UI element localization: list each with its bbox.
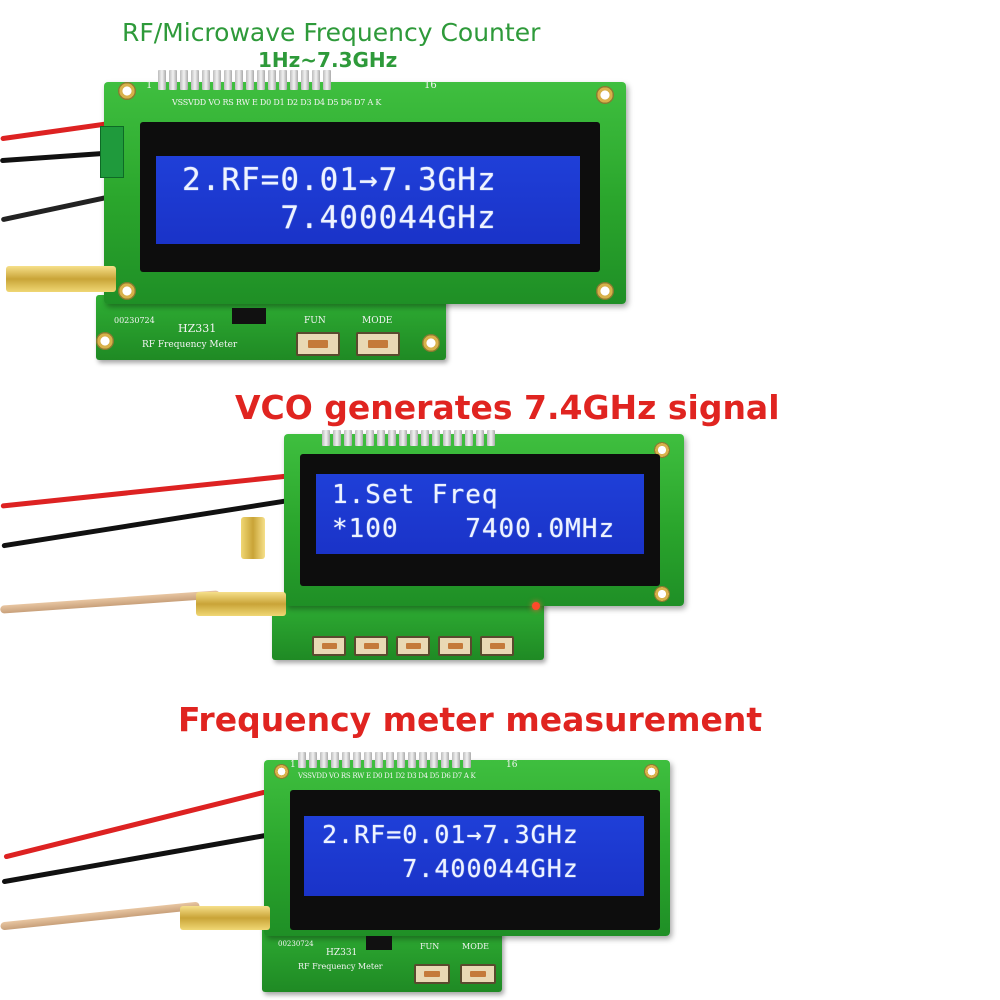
vco-button-4[interactable] (438, 636, 472, 656)
fun-label: FUN (304, 316, 326, 326)
lcd-line-1: 2.RF=0.01→7.3GHz (182, 162, 497, 198)
mount-hole (118, 282, 136, 300)
mount-hole (96, 332, 114, 350)
mount-hole (596, 86, 614, 104)
vco-button-5[interactable] (480, 636, 514, 656)
jumper-header (232, 308, 266, 324)
pin-end-label: 16 (424, 80, 437, 91)
sma-connector (241, 517, 265, 559)
pin-start-label: 1 (290, 760, 296, 770)
mount-hole (596, 282, 614, 300)
lcd-screen: 2.RF=0.01→7.3GHz 7.400044GHz (156, 156, 580, 244)
red-wire (3, 789, 267, 860)
vco-module: 1.Set Freq *100 7400.0MHz (0, 430, 700, 660)
product-title: RF/Microwave Frequency Counter (122, 18, 541, 47)
counter-top: 1 16 VSSVDD VO RS RW E D0 D1 D2 D3 D4 D5… (0, 70, 640, 370)
lcd-screen: 1.Set Freq *100 7400.0MHz (316, 474, 644, 554)
product-range: 1Hz~7.3GHz (258, 48, 398, 72)
mount-hole (118, 82, 136, 100)
sma-connector (6, 266, 116, 292)
lcd-line-2: *100 7400.0MHz (332, 514, 616, 544)
model-number: HZ331 (178, 322, 217, 335)
coax-cable (0, 590, 221, 614)
vco-button-1[interactable] (312, 636, 346, 656)
fun-button[interactable] (414, 964, 450, 984)
power-terminal (100, 126, 124, 178)
serial-number: 00230724 (278, 940, 314, 948)
mode-button[interactable] (356, 332, 400, 356)
board-label: RF Frequency Meter (142, 340, 238, 350)
vco-caption: VCO generates 7.4GHz signal (235, 388, 780, 427)
mode-label: MODE (462, 942, 490, 951)
jumper-header (366, 936, 392, 950)
black-wire (1, 832, 269, 885)
sma-connector (180, 906, 270, 930)
fun-label: FUN (420, 942, 440, 951)
lcd-line-2: 7.400044GHz (182, 200, 497, 236)
black-wire-2 (0, 194, 110, 223)
mode-button[interactable] (460, 964, 496, 984)
mount-hole (654, 586, 670, 602)
pin-header (158, 70, 331, 90)
mount-hole (422, 334, 440, 352)
serial-number: 00230724 (114, 316, 155, 325)
lcd-line-1: 2.RF=0.01→7.3GHz (322, 820, 579, 849)
power-led (532, 602, 540, 610)
mount-hole (644, 764, 659, 779)
counter-bottom: 1 16 VSSVDD VO RS RW E D0 D1 D2 D3 D4 D5… (0, 752, 680, 1000)
vco-button-2[interactable] (354, 636, 388, 656)
lcd-screen: 2.RF=0.01→7.3GHz 7.400044GHz (304, 816, 644, 896)
pin-header (298, 752, 471, 768)
mount-hole (274, 764, 289, 779)
fun-button[interactable] (296, 332, 340, 356)
pin-start-label: 1 (146, 80, 153, 91)
lcd-line-2: 7.400044GHz (322, 854, 579, 883)
lcd-line-1: 1.Set Freq (332, 480, 499, 510)
pin-labels: VSSVDD VO RS RW E D0 D1 D2 D3 D4 D5 D6 D… (172, 98, 382, 107)
coax-cable (0, 901, 200, 931)
meter-caption: Frequency meter measurement (178, 700, 763, 739)
pin-labels: VSSVDD VO RS RW E D0 D1 D2 D3 D4 D5 D6 D… (298, 772, 476, 780)
sma-connector (196, 592, 286, 616)
pin-header (322, 430, 495, 446)
vco-button-3[interactable] (396, 636, 430, 656)
model-number: HZ331 (326, 948, 358, 958)
board-label: RF Frequency Meter (298, 962, 383, 971)
pin-end-label: 16 (506, 760, 518, 770)
mode-label: MODE (362, 316, 393, 326)
